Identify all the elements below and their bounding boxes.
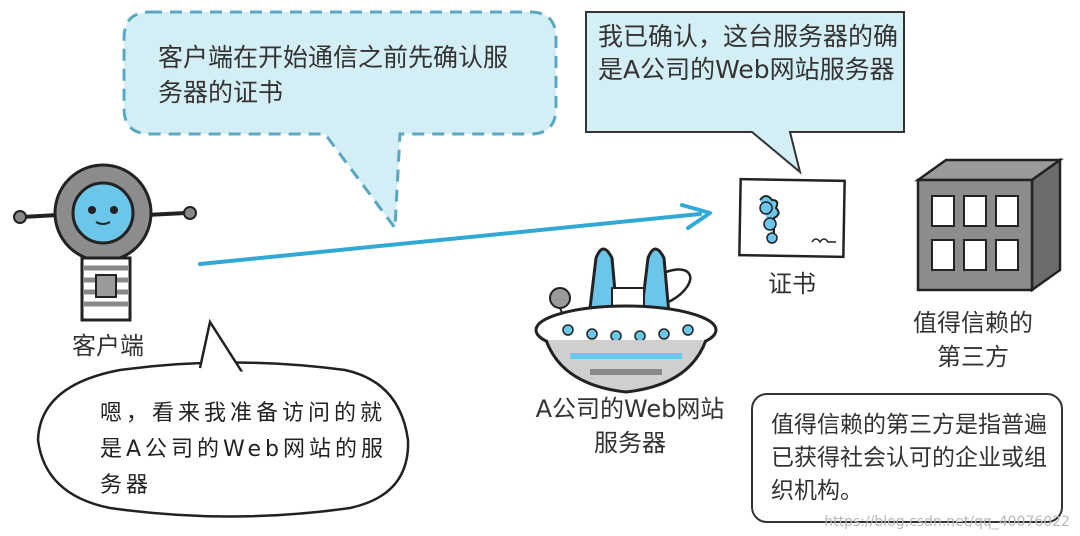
trusted-party-note-text: 值得信赖的第三方是指普遍已获得社会认可的企业或组织机构。	[771, 412, 1047, 504]
server-confirm-text: 我已确认，这台服务器的确是A公司的Web网站服务器	[598, 22, 899, 84]
web-server-label: A公司的Web网站服务器	[535, 395, 725, 457]
web-server-icon	[534, 247, 718, 394]
server-confirm-bubble	[585, 11, 905, 175]
client-thought-text: 客户端在开始通信之前先确认服务器的证书	[158, 43, 509, 107]
trusted-party-label: 值得信赖的第三方	[913, 309, 1033, 371]
certificate-icon	[738, 177, 846, 259]
client-speech-text: 嗯，看来我准备访问的就是A公司的Web网站的服务器	[100, 401, 388, 498]
trusted-party-note: 值得信赖的第三方是指普遍已获得社会认可的企业或组织机构。	[751, 393, 1063, 523]
client-robot-icon	[13, 163, 197, 322]
request-arrow	[198, 203, 712, 266]
client-speech-bubble	[36, 318, 410, 518]
client-label: 客户端	[72, 332, 144, 360]
client-thought-bubble	[122, 10, 558, 233]
watermark: https://blog.csdn.net/qq_40076022	[824, 514, 1070, 530]
trusted-party-building-icon	[914, 157, 1064, 293]
certificate-label: 证书	[768, 270, 816, 298]
